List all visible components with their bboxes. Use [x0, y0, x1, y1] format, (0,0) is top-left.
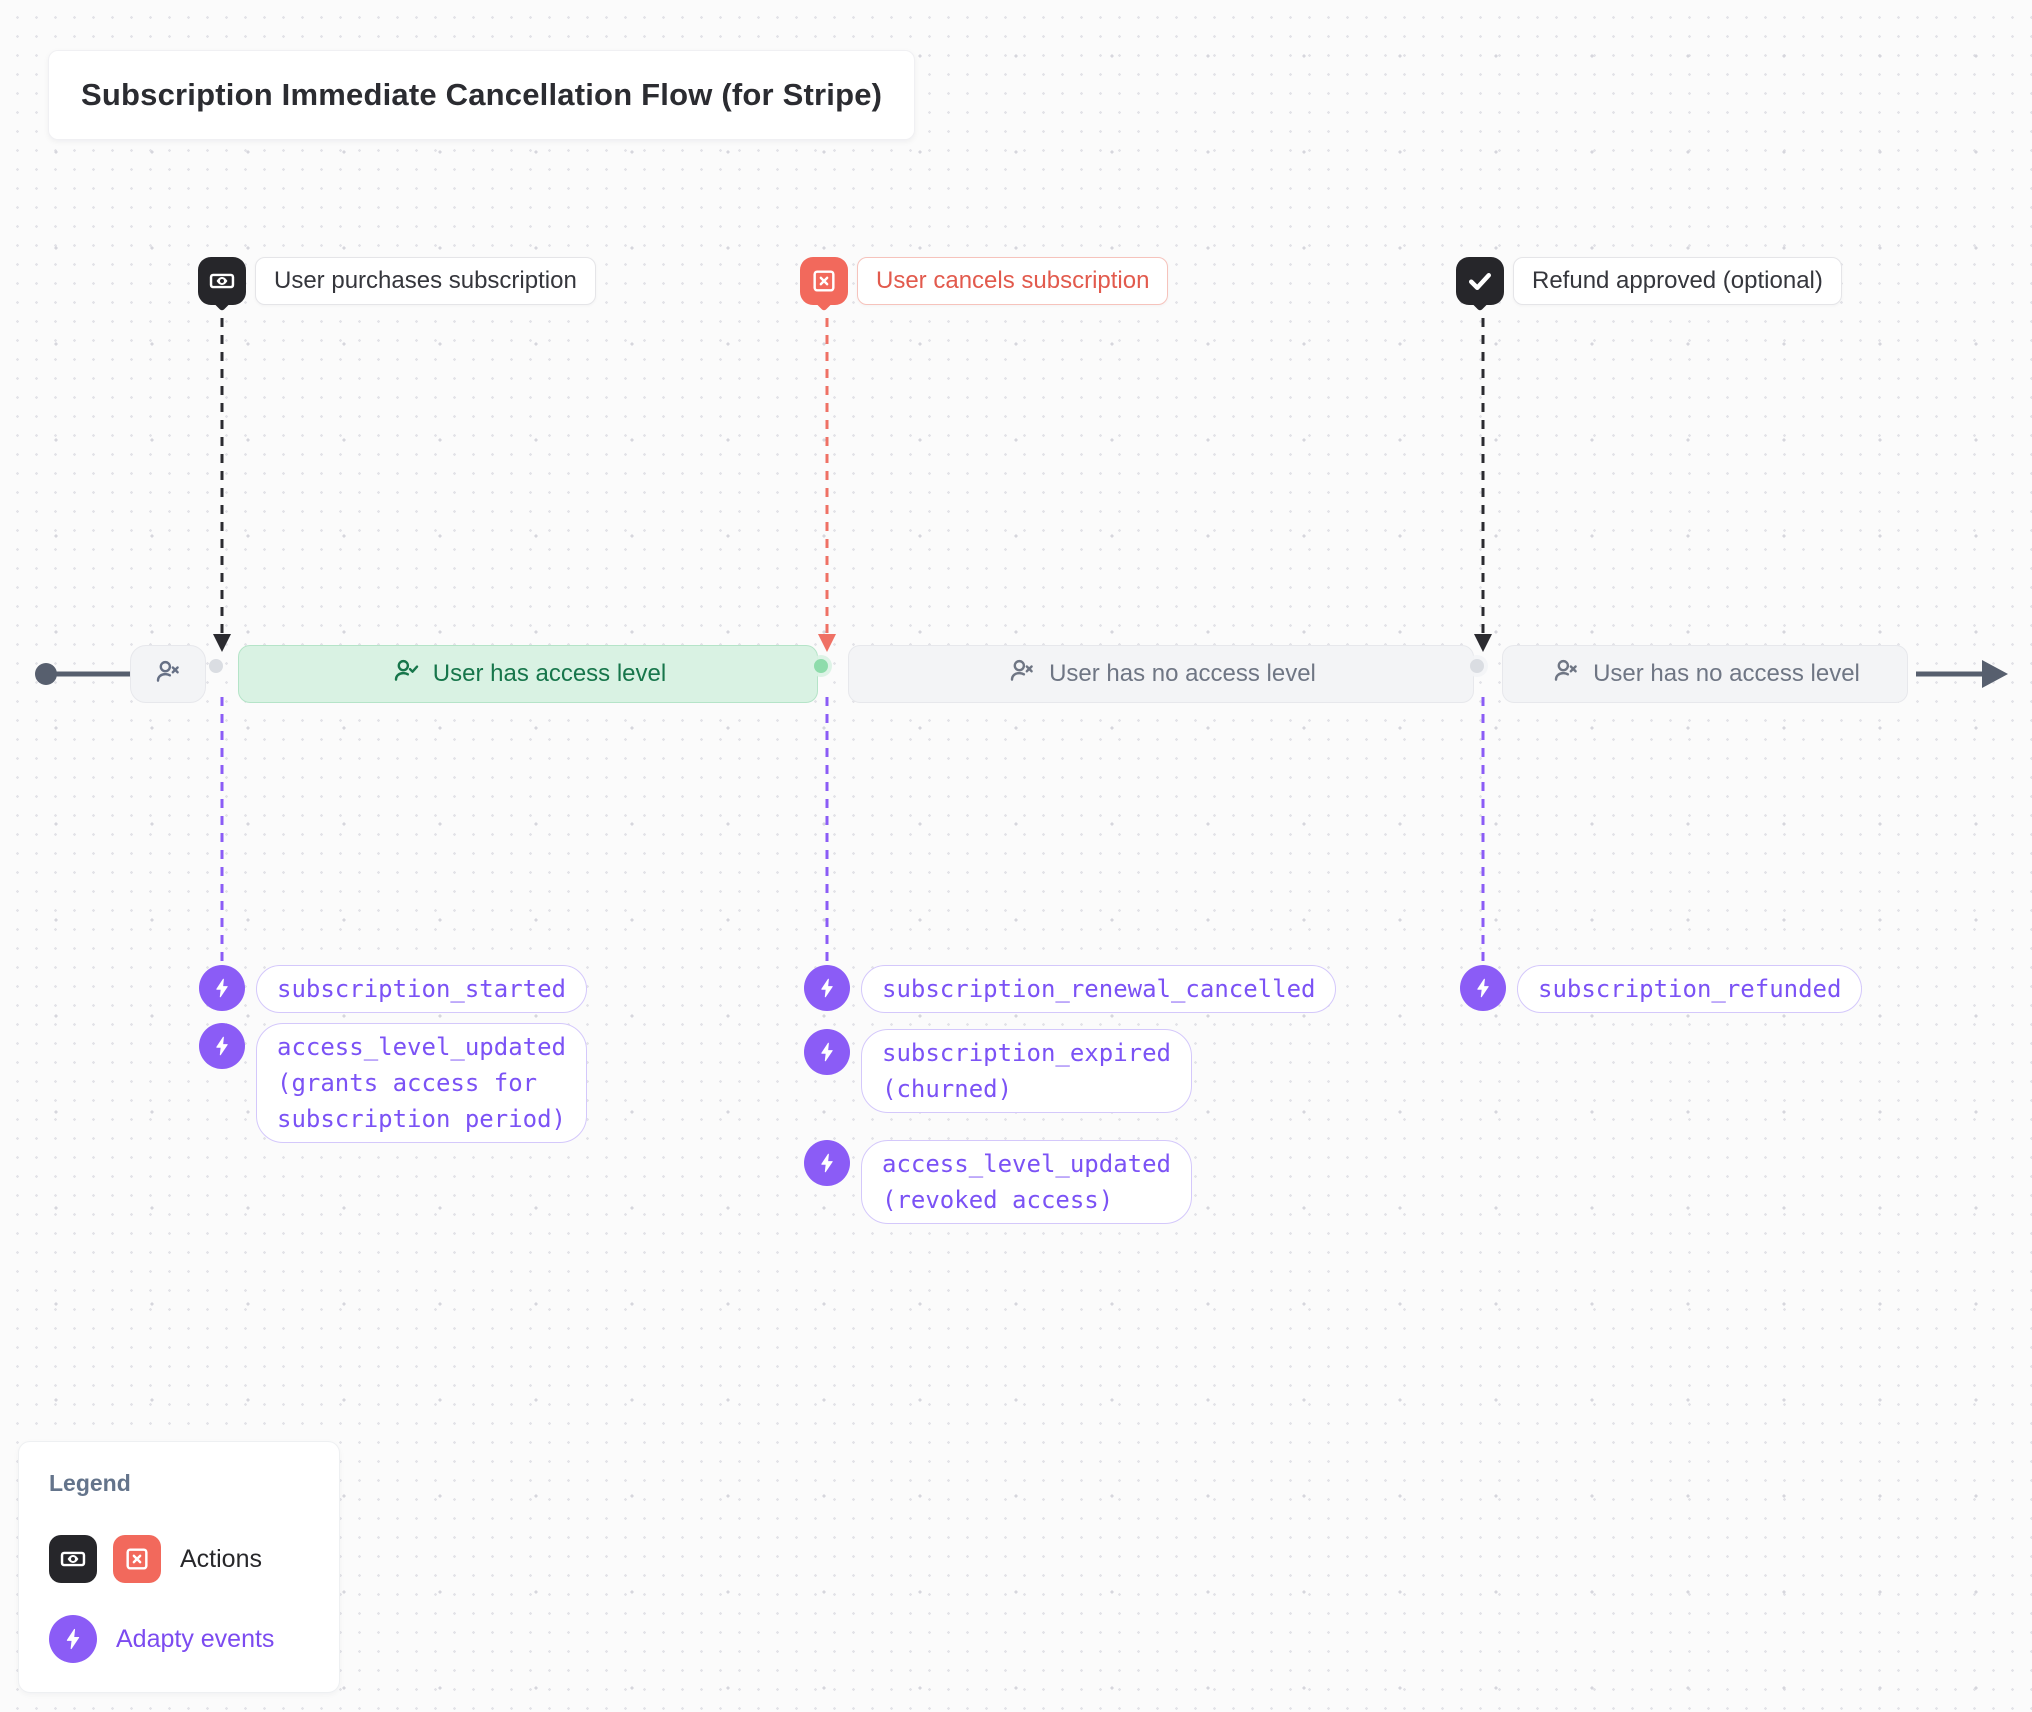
event-label: access_level_updated (revoked access) — [861, 1140, 1192, 1224]
legend-card: Legend Actions Adapty events — [18, 1441, 340, 1693]
action-label: User cancels subscription — [857, 257, 1169, 305]
lightning-bolt-icon — [804, 965, 850, 1011]
action-label: Refund approved (optional) — [1513, 257, 1842, 305]
lightning-bolt-icon — [49, 1615, 97, 1663]
arrow-down-icon — [818, 634, 836, 652]
lightning-bolt-icon — [199, 1023, 245, 1069]
user-x-icon — [1006, 655, 1038, 694]
event-label: access_level_updated (grants access for … — [256, 1023, 587, 1143]
arrow-down-icon — [213, 634, 231, 652]
event-label: subscription_renewal_cancelled — [861, 965, 1337, 1013]
user-x-icon — [1550, 655, 1582, 694]
check-icon — [1456, 257, 1504, 305]
event-subscription-expired: subscription_expired (churned) — [804, 1029, 1192, 1113]
arrow-right-icon — [1982, 660, 2008, 688]
lightning-bolt-icon — [199, 965, 245, 1011]
event-label: subscription_started — [256, 965, 587, 1013]
legend-events-row: Adapty events — [49, 1615, 274, 1663]
action-label: User purchases subscription — [255, 257, 596, 305]
event-subscription-started: subscription_started — [199, 965, 587, 1013]
action-user-purchases: User purchases subscription — [198, 257, 596, 305]
lightning-bolt-icon — [804, 1029, 850, 1075]
legend-actions-label: Actions — [180, 1544, 262, 1573]
lightning-bolt-icon — [1460, 965, 1506, 1011]
timeline-initial-state — [130, 645, 206, 703]
event-access-level-updated-grant: access_level_updated (grants access for … — [199, 1023, 587, 1143]
timeline-start-dot — [35, 663, 57, 685]
event-label: subscription_refunded — [1517, 965, 1863, 1013]
user-x-icon — [152, 656, 184, 693]
segment-user-has-access: User has access level — [238, 645, 818, 703]
action-refund-approved: Refund approved (optional) — [1456, 257, 1842, 305]
timeline-connector-1 — [209, 659, 223, 673]
event-access-level-updated-revoked: access_level_updated (revoked access) — [804, 1140, 1192, 1224]
segment-label: User has access level — [432, 660, 667, 687]
page-title: Subscription Immediate Cancellation Flow… — [81, 77, 883, 112]
segment-label: User has no access level — [1593, 660, 1860, 687]
legend-title: Legend — [49, 1470, 131, 1496]
segment-no-access-1: User has no access level — [848, 645, 1474, 703]
event-subscription-renewal-cancelled: subscription_renewal_cancelled — [804, 965, 1337, 1013]
action-user-cancels: User cancels subscription — [800, 257, 1169, 305]
banknote-icon — [49, 1535, 97, 1583]
event-label: subscription_expired (churned) — [861, 1029, 1192, 1113]
arrow-down-icon — [1474, 634, 1492, 652]
event-subscription-refunded: subscription_refunded — [1460, 965, 1863, 1013]
banknote-icon — [198, 257, 246, 305]
segment-no-access-2: User has no access level — [1502, 645, 1908, 703]
x-square-icon — [113, 1535, 161, 1583]
segment-label: User has no access level — [1049, 660, 1316, 687]
x-square-icon — [800, 257, 848, 305]
legend-events-label: Adapty events — [116, 1624, 275, 1653]
timeline-connector-3 — [1470, 659, 1484, 673]
title-card: Subscription Immediate Cancellation Flow… — [48, 50, 916, 140]
lightning-bolt-icon — [804, 1140, 850, 1186]
timeline-connector-2 — [814, 659, 828, 673]
legend-actions-row: Actions — [49, 1535, 262, 1583]
user-check-icon — [390, 655, 422, 694]
